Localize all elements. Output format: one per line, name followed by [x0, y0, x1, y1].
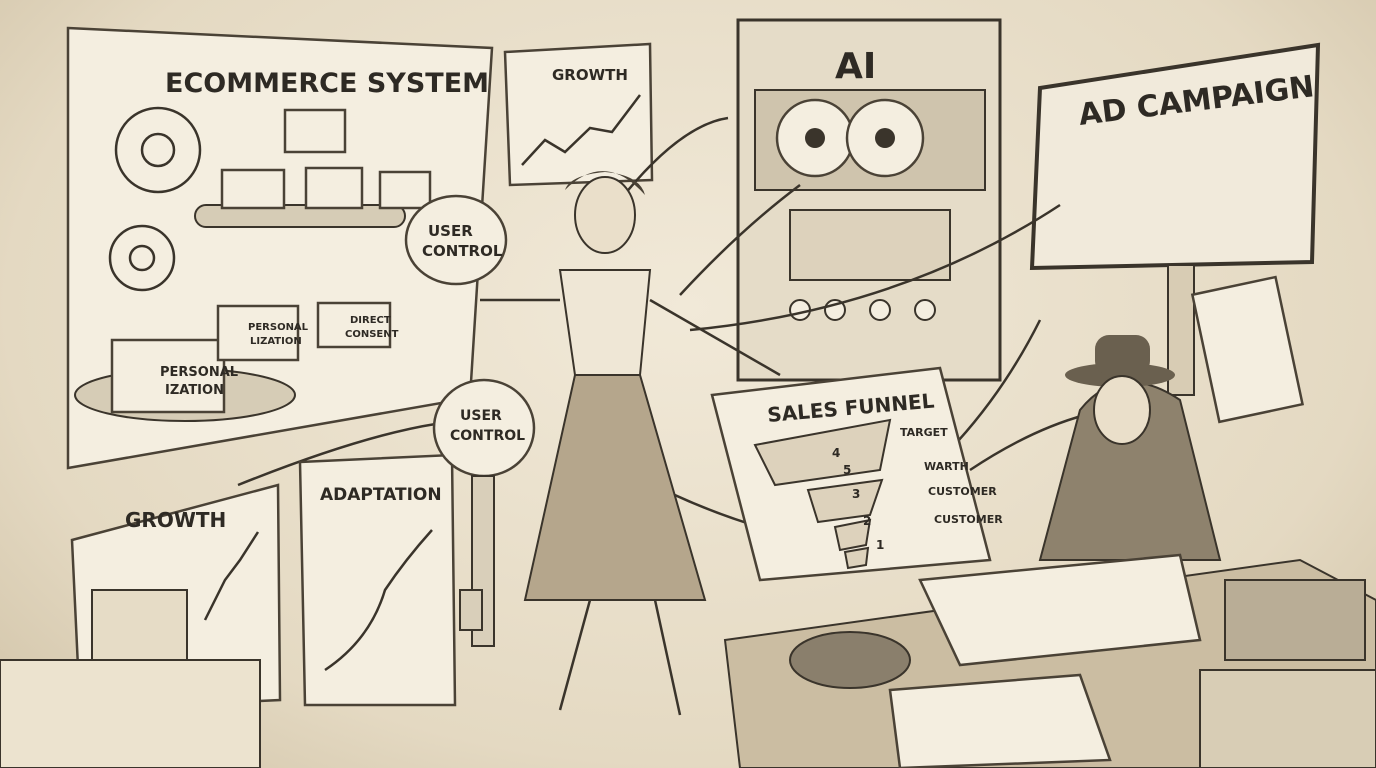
svg-text:GROWTH: GROWTH: [125, 508, 226, 532]
ledger-book: [888, 673, 1112, 768]
svg-text:GROWTH: GROWTH: [552, 66, 628, 84]
svg-text:4 5 3 2: 4 5 3 2 1: [832, 446, 884, 552]
newspaper: [1190, 275, 1305, 424]
personalization-box-small: [216, 304, 300, 362]
ad-campaign-billboard: AD CAMPAIGN: [1029, 42, 1321, 424]
ai-computer: AI: [736, 18, 1002, 382]
conveyor-belt: [194, 204, 406, 228]
desk-scene: [723, 335, 1376, 768]
arrow: [679, 184, 801, 296]
growth-chart-bottom: GROWTH: [70, 483, 282, 712]
ecommerce-title: ECOMMERCE SYSTEM: [165, 68, 489, 99]
arrow: [619, 116, 729, 201]
gear-icon: [114, 106, 202, 194]
svg-text:ADAPTATION: ADAPTATION: [320, 485, 442, 505]
direct-consent-box: [316, 301, 392, 349]
adaptation-chart: ADAPTATION: [298, 453, 457, 707]
chart-sheet: [918, 553, 1202, 667]
rotary-phone-icon: [789, 631, 911, 689]
svg-text:TARGET WARTH CUSTO: TARGET WARTH CUSTOMER CUSTOMER: [900, 426, 1003, 526]
personalization-box: [110, 338, 226, 414]
arrow: [969, 413, 1086, 472]
woman-figure: [480, 171, 781, 716]
sales-funnel-sheet: SALES FUNNEL 4 5 3 2 1 TARGET WARTH CUST…: [710, 366, 1003, 582]
book-stack: [1199, 669, 1376, 768]
typewriter-icon: [1224, 579, 1366, 661]
growth-chart-top: GROWTH: [503, 42, 654, 187]
package-box: [91, 589, 188, 661]
arrow: [689, 203, 1061, 332]
gear-icon: [108, 224, 176, 292]
paper-stack: [0, 659, 261, 768]
svg-text:AI: AI: [835, 46, 876, 87]
